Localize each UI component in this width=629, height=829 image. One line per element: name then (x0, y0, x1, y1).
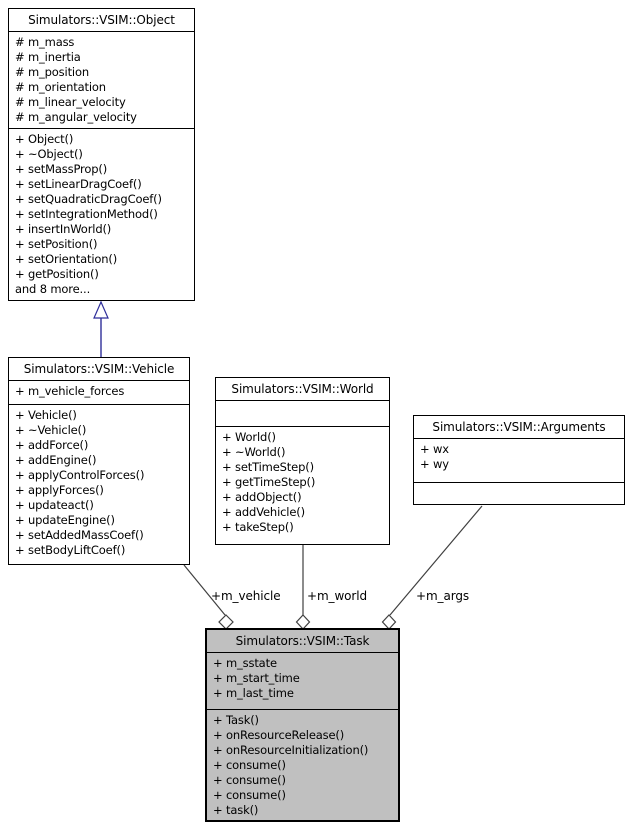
class-node-vehicle[interactable]: Simulators::VSIM::Vehicle + m_vehicle_fo… (8, 357, 190, 565)
class-node-object[interactable]: Simulators::VSIM::Object # m_mass# m_ine… (8, 8, 195, 301)
member-line: + wy (420, 457, 449, 471)
member-line: + setOrientation() (15, 252, 118, 266)
member-line: + setTimeStep() (222, 460, 314, 474)
class-attributes-vehicle: + m_vehicle_forces (9, 380, 189, 404)
class-title-object[interactable]: Simulators::VSIM::Object (28, 13, 175, 27)
member-line: + addForce() (15, 438, 89, 452)
aggregation-line (183, 564, 226, 616)
member-line: + addObject() (222, 490, 302, 504)
class-title-vehicle[interactable]: Simulators::VSIM::Vehicle (23, 362, 175, 376)
member-line: + World() (222, 430, 276, 444)
member-line: + takeStep() (222, 520, 294, 534)
member-line: # m_mass (15, 35, 75, 49)
member-line: + setIntegrationMethod() (15, 207, 158, 221)
member-line: # m_position (15, 65, 89, 79)
member-line: + ~World() (222, 445, 286, 459)
member-line: + setAddedMassCoef() (15, 528, 144, 542)
class-title-arguments[interactable]: Simulators::VSIM::Arguments (432, 420, 606, 434)
inheritance-arrow-icon (93, 300, 109, 319)
member-line: + Object() (15, 132, 74, 146)
class-node-world[interactable]: Simulators::VSIM::World + World()+ ~Worl… (215, 377, 390, 545)
edge-label-m-args: +m_args (416, 589, 469, 603)
edge-label-m-world: +m_world (307, 589, 367, 603)
edge-label-m-vehicle: +m_vehicle (211, 589, 281, 603)
member-line: + ~Vehicle() (15, 423, 87, 437)
aggregation-line (389, 505, 483, 616)
class-node-task: Simulators::VSIM::Task + m_sstate+ m_sta… (205, 628, 400, 822)
aggregation-diamond-icon (295, 614, 311, 630)
member-line: # m_linear_velocity (15, 95, 126, 109)
member-line: + m_last_time (213, 686, 294, 700)
class-title-task: Simulators::VSIM::Task (235, 634, 370, 648)
member-line: + insertInWorld() (15, 222, 112, 236)
member-line: + setPosition() (15, 237, 98, 251)
member-line: + onResourceRelease() (213, 727, 345, 742)
member-line: + Vehicle() (15, 408, 77, 422)
member-line: + wx (420, 442, 449, 456)
member-line: + m_sstate (213, 656, 277, 670)
aggregation-edge-task-to-world (295, 545, 311, 630)
member-line: + getPosition() (15, 267, 99, 281)
class-methods-object: + Object()+ ~Object()+ setMassProp()+ se… (9, 128, 194, 300)
member-line: + setQuadraticDragCoef() (15, 192, 162, 206)
member-line: + ~Object() (15, 147, 83, 161)
aggregation-diamond-icon (381, 614, 397, 630)
member-line: + updateEngine() (15, 513, 115, 527)
member-line: + setMassProp() (15, 162, 108, 176)
aggregation-diamond-icon (218, 614, 234, 630)
member-line: # m_orientation (15, 80, 106, 94)
member-line: and 8 more... (15, 282, 91, 296)
member-line: + getTimeStep() (222, 475, 316, 489)
member-line: + consume() (213, 757, 286, 772)
member-line: + Task() (213, 712, 259, 727)
class-methods-vehicle: + Vehicle()+ ~Vehicle()+ addForce()+ add… (9, 404, 189, 564)
member-line: + m_start_time (213, 671, 300, 685)
member-line: + setBodyLiftCoef() (15, 543, 126, 557)
member-line: + addVehicle() (222, 505, 305, 519)
member-line: + consume() (213, 787, 286, 802)
class-attributes-world (216, 400, 389, 426)
member-line: + setLinearDragCoef() (15, 177, 142, 191)
class-methods-world: + World()+ ~World()+ setTimeStep()+ getT… (216, 426, 389, 544)
member-line: + applyForces() (15, 483, 104, 497)
member-line: + consume() (213, 772, 286, 787)
class-methods-arguments (414, 482, 624, 504)
class-title-world[interactable]: Simulators::VSIM::World (231, 382, 374, 396)
class-attributes-object: # m_mass# m_inertia# m_position# m_orien… (9, 31, 194, 128)
member-line: + onResourceInitialization() (213, 742, 369, 757)
member-line: # m_angular_velocity (15, 110, 137, 124)
inheritance-edge-vehicle-to-object (93, 300, 109, 357)
aggregation-edge-task-to-arguments (381, 505, 483, 630)
member-line: + applyControlForces() (15, 468, 145, 482)
member-line: + addEngine() (15, 453, 97, 467)
class-attributes-arguments: + wx+ wy (414, 438, 624, 482)
member-line: + task() (213, 802, 259, 817)
class-node-arguments[interactable]: Simulators::VSIM::Arguments + wx+ wy (413, 415, 625, 505)
member-line: # m_inertia (15, 50, 81, 64)
class-attributes-task: + m_sstate+ m_start_time+ m_last_time (207, 652, 398, 709)
member-line: + m_vehicle_forces (15, 384, 125, 398)
class-methods-task: + Task()+ onResourceRelease()+ onResourc… (207, 708, 398, 820)
member-line: + updateact() (15, 498, 94, 512)
